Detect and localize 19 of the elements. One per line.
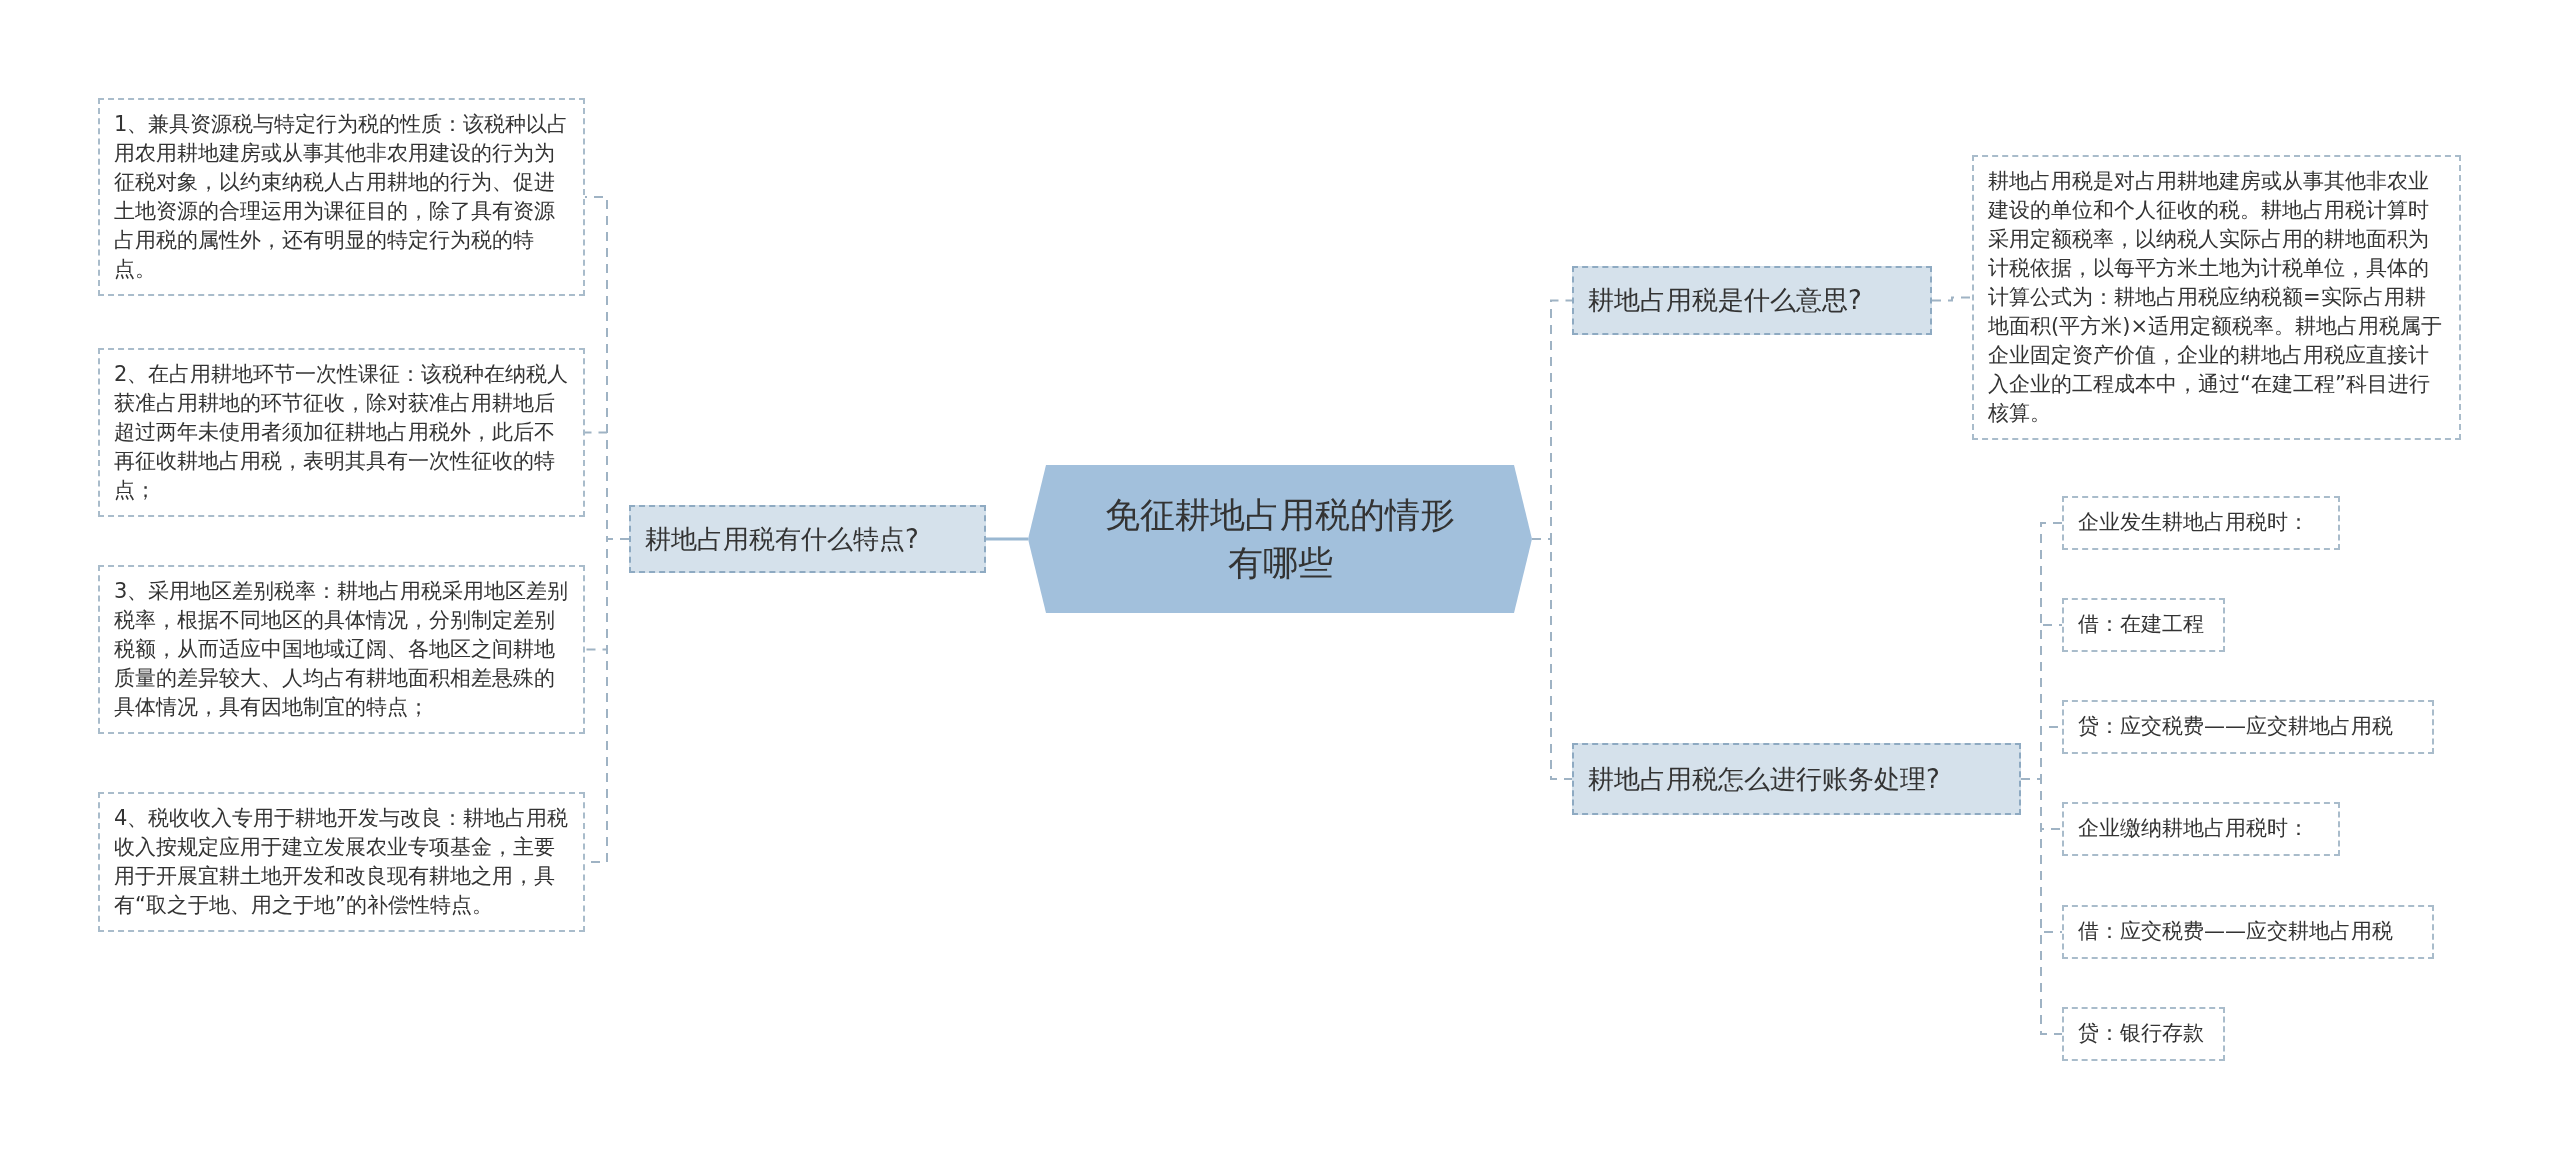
text-box: 企业发生耕地占用税时： (2062, 496, 2340, 550)
topic-box: 耕地占用税是什么意思? (1572, 266, 1932, 335)
text-box: 贷：应交税费——应交耕地占用税 (2062, 700, 2434, 754)
connector-line (2020, 778, 2063, 1035)
text-box: 企业缴纳耕地占用税时： (2062, 802, 2340, 856)
text-box: 4、税收收入专用于耕地开发与改良：耕地占用税收入按规定应用于建立发展农业专项基金，主要用于开展宜耕土地开发和改良现有耕地之用，具有“取之于地、用之于地”的补偿性特点。 (98, 792, 585, 932)
connector-line (1531, 538, 1573, 780)
text-box: 贷：银行存款 (2062, 1007, 2225, 1061)
text-box: 3、采用地区差别税率：耕地占用税采用地区差别税率，根据不同地区的具体情况，分别制定差别税额，从而适应中国地域辽阔、各地区之间耕地质量的差异较大、人均占有耕地面积相差悬殊的具体情况，具有因地制宜的特点； (98, 565, 585, 734)
central-topic-hexagon: 免征耕地占用税的情形有哪些 (1028, 465, 1532, 613)
text-box: 耕地占用税是对占用耕地建房或从事其他非农业建设的单位和个人征收的税。耕地占用税计算时采用定额税率，以纳税人实际占用的耕地面积为计税依据，以每平方米土地为计税单位，具体的计算公式为：耕地占用税应纳税额=实际占用耕地面积(平方米)×适用定额税率。耕地占用税属于企业固定资产价值，企业的耕地占用税应直接计入企业的工程成本中，通过“在建工程”科目进行核算。 (1972, 155, 2461, 440)
text-box: 2、在占用耕地环节一次性课征：该税种在纳税人获准占用耕地的环节征收，除对获准占用耕地后超过两年未使用者须加征耕地占用税外，此后不再征收耕地占用税，表明其具有一次性征收的特点； (98, 348, 585, 517)
connector-line (1931, 296, 1973, 302)
topic-box: 耕地占用税怎么进行账务处理? (1572, 743, 2021, 815)
text-box: 1、兼具资源税与特定行为税的性质：该税种以占用农用耕地建房或从事其他非农用建设的行为为征税对象，以约束纳税人占用耕地的行为、促进土地资源的合理运用为课征目的，除了具有资源占用税的属性外，还有明显的特定行为税的特点。 (98, 98, 585, 296)
text-box: 借：在建工程 (2062, 598, 2225, 652)
connector-line (986, 537, 1028, 541)
topic-box: 耕地占用税有什么特点? (629, 505, 986, 573)
text-box: 借：应交税费——应交耕地占用税 (2062, 905, 2434, 959)
